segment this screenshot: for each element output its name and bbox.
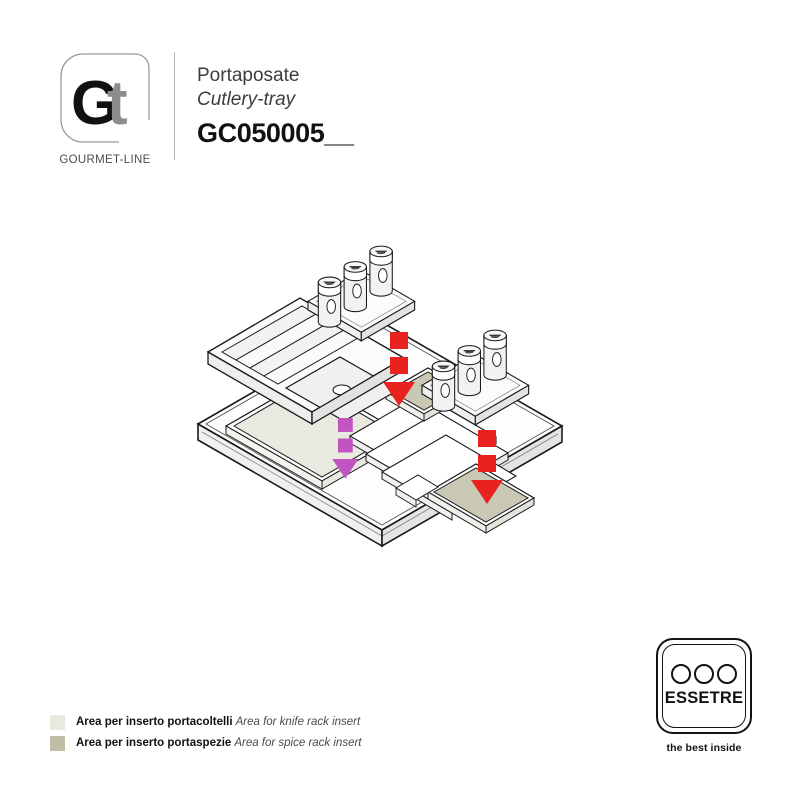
svg-text:G: G — [71, 69, 119, 138]
legend-label-spice-en: Area for spice rack insert — [234, 736, 362, 749]
product-code: GC050005__ — [197, 118, 354, 149]
legend-label-knife-en: Area for knife rack insert — [235, 715, 361, 728]
product-title-block: Portaposate Cutlery-tray GC050005__ — [197, 48, 354, 149]
round-divider — [395, 474, 439, 508]
brand-logo: G t GOURMET-LINE — [50, 48, 160, 166]
essetre-wordmark: ESSETRE — [664, 689, 744, 707]
product-illustration — [190, 240, 630, 560]
circle-icon — [671, 664, 691, 684]
legend-swatch-spice — [50, 736, 65, 751]
essetre-subtitle: the best inside — [666, 742, 742, 754]
essetre-logo-inner: ESSETRE — [662, 644, 746, 728]
essetre-logo-frame: ESSETRE — [656, 638, 752, 734]
svg-text:t: t — [107, 69, 128, 138]
product-name-italian: Portaposate — [197, 65, 300, 86]
essetre-dots — [671, 664, 737, 684]
header-divider — [174, 52, 175, 160]
brand-tagline: GOURMET-LINE — [59, 154, 151, 166]
legend-swatch-knife — [50, 715, 65, 730]
gourmet-line-logo-icon: G t — [55, 48, 155, 148]
product-name-english: Cutlery-tray — [197, 88, 296, 110]
circle-icon — [694, 664, 714, 684]
knife-rack-insert — [206, 297, 406, 426]
essetre-logo: ESSETRE the best inside — [652, 638, 756, 754]
legend-label-knife-it: Area per inserto portacoltelli — [76, 715, 233, 728]
circle-icon — [717, 664, 737, 684]
legend-label-spice-it: Area per inserto portaspezie — [76, 736, 232, 749]
page-header: G t GOURMET-LINE Portaposate Cutlery-tra… — [50, 48, 354, 166]
spice-rack-insert-upper — [308, 246, 415, 341]
